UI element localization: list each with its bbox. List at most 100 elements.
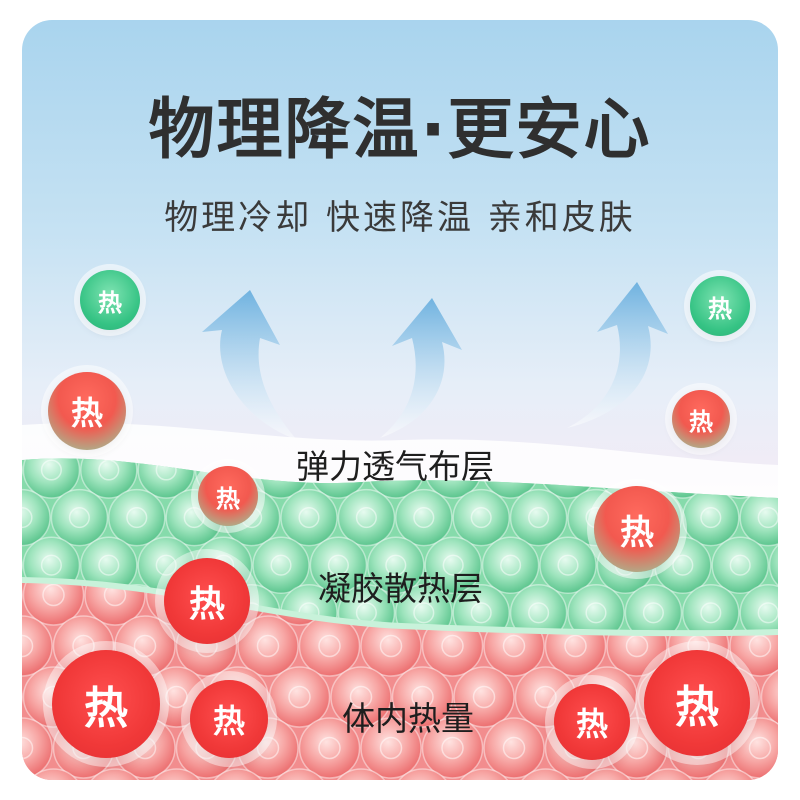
- bead: [711, 536, 769, 594]
- bead-highlight: [411, 685, 434, 709]
- bead-highlight: [68, 507, 90, 529]
- bead: [509, 584, 568, 640]
- bead: [424, 536, 482, 594]
- bead-highlight: [700, 602, 722, 624]
- heat-badge: 热: [164, 558, 250, 644]
- bead: [22, 717, 53, 779]
- bead: [207, 768, 269, 780]
- bead: [509, 488, 568, 547]
- heat-badge: 热: [594, 486, 680, 572]
- bead-highlight: [528, 507, 550, 529]
- bead-highlight: [729, 554, 751, 576]
- bead: [624, 584, 683, 640]
- heat-badge: 热: [52, 650, 160, 758]
- poster: 物理降温·更安心 物理冷却 快速降温 亲和皮肤 弹力透气布层 凝胶散热层 体内热…: [22, 20, 778, 780]
- bead-highlight: [748, 634, 772, 658]
- bead: [298, 615, 361, 677]
- bead: [539, 536, 597, 594]
- bead-highlight: [502, 736, 526, 760]
- bead: [22, 768, 85, 780]
- bead-highlight: [183, 507, 205, 529]
- up-arrow-icon: [202, 290, 297, 440]
- heat-badge: 热: [644, 650, 750, 756]
- bead: [22, 580, 85, 626]
- bead: [22, 488, 51, 547]
- bead: [237, 615, 299, 677]
- bead: [729, 717, 778, 779]
- bead-highlight: [165, 685, 188, 709]
- bead: [360, 717, 422, 779]
- bead-highlight: [557, 554, 579, 576]
- bead: [483, 717, 545, 779]
- page-title: 物理降温·更安心: [148, 91, 652, 168]
- bead-highlight: [528, 602, 550, 624]
- heat-badge: 热: [190, 680, 268, 758]
- bead-highlight: [42, 583, 65, 607]
- fabric-layer-label: 弹力透气布层: [296, 447, 494, 486]
- bead: [268, 666, 331, 728]
- bead: [682, 584, 740, 640]
- bead-highlight: [757, 507, 778, 529]
- bead-highlight: [470, 602, 492, 624]
- bead: [481, 536, 540, 594]
- bead-highlight: [379, 634, 403, 658]
- bead-highlight: [126, 507, 148, 529]
- bead: [309, 536, 368, 594]
- bead: [637, 768, 700, 780]
- bead: [576, 768, 638, 780]
- bead-highlight: [318, 736, 341, 760]
- bead: [145, 768, 208, 780]
- bead: [391, 768, 454, 780]
- bead-highlight: [298, 507, 320, 529]
- page-subtitle: 物理冷却 快速降温 亲和皮肤: [164, 198, 636, 238]
- gel-layer-label: 凝胶散热层: [318, 569, 483, 608]
- bead: [84, 580, 146, 626]
- bead-highlight: [442, 554, 464, 576]
- bead: [298, 717, 361, 779]
- bead-highlight: [155, 554, 177, 576]
- bead: [453, 768, 515, 780]
- bead-highlight: [470, 507, 492, 529]
- bead-highlight: [327, 554, 349, 576]
- bead-highlight: [40, 554, 62, 576]
- bead: [22, 615, 53, 677]
- bead: [80, 458, 138, 499]
- up-arrow-icon: [567, 282, 668, 428]
- bead: [108, 488, 166, 547]
- heat-badge: 热: [554, 684, 630, 760]
- bead-highlight: [413, 507, 435, 529]
- bead: [337, 488, 396, 547]
- bead: [84, 768, 146, 780]
- heat-badge: 热: [80, 270, 140, 330]
- bead-highlight: [22, 507, 33, 529]
- bead: [739, 584, 778, 640]
- bead: [514, 768, 577, 780]
- bead: [367, 536, 425, 594]
- bead: [252, 536, 310, 594]
- layer-divider: [22, 577, 778, 637]
- bead-highlight: [748, 736, 772, 760]
- bead-highlight: [585, 602, 607, 624]
- bead-highlight: [564, 634, 587, 658]
- bead-highlight: [22, 634, 34, 658]
- bead: [22, 458, 81, 499]
- body-heat-layer-label: 体内热量: [342, 699, 474, 738]
- bead-highlight: [672, 554, 694, 576]
- bead-highlight: [133, 634, 157, 658]
- heat-badge: 热: [690, 276, 750, 336]
- bead: [330, 768, 392, 780]
- bead: [699, 768, 761, 780]
- bead-highlight: [472, 685, 496, 709]
- bead-highlight: [256, 634, 280, 658]
- bead-highlight: [270, 554, 292, 576]
- bead-highlight: [642, 602, 664, 624]
- bead-highlight: [318, 634, 341, 658]
- bead-highlight: [500, 554, 522, 576]
- bead: [682, 488, 740, 547]
- bead: [268, 768, 331, 780]
- bead-highlight: [700, 507, 722, 529]
- bead-highlight: [385, 554, 407, 576]
- bead-highlight: [413, 602, 435, 624]
- bead: [768, 536, 778, 594]
- bead-highlight: [441, 634, 464, 658]
